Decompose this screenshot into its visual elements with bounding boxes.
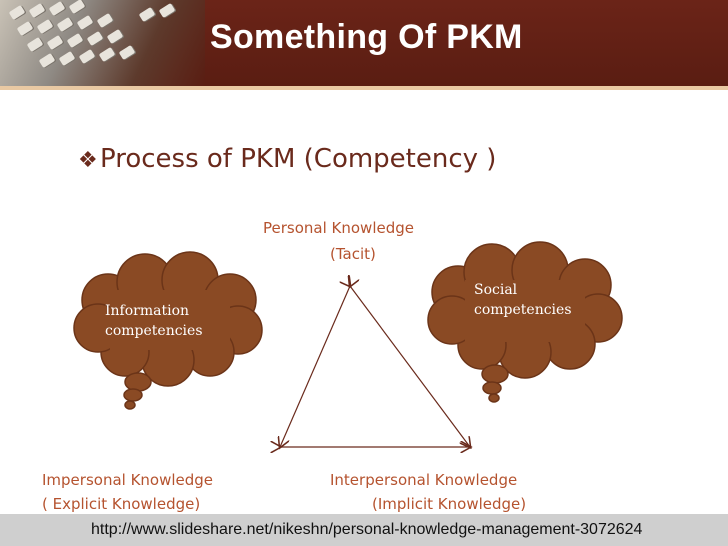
source-link[interactable]: http://www.slideshare.net/nikeshn/person… xyxy=(91,521,643,538)
bullet-item: ❖Process of PKM (Competency ) xyxy=(78,144,496,174)
left-thought-cloud xyxy=(73,251,263,410)
diamond-bullet-icon: ❖ xyxy=(78,148,98,173)
left-node-sublabel: ( Explicit Knowledge) xyxy=(42,495,201,513)
bullet-text: Process of PKM (Competency ) xyxy=(100,144,497,174)
left-node-label: Impersonal Knowledge xyxy=(42,471,214,489)
knowledge-triangle xyxy=(280,286,470,447)
keyboard-photo xyxy=(0,0,205,86)
slide-header: Something Of PKM xyxy=(0,0,728,86)
right-node-sublabel: (Implicit Knowledge) xyxy=(372,495,527,513)
left-cloud-label: Information competencies xyxy=(105,303,203,339)
top-node-sublabel: (Tacit) xyxy=(330,245,376,263)
top-node-label: Personal Knowledge xyxy=(263,219,414,237)
right-cloud-label: Social competencies xyxy=(474,282,572,318)
footer-bar xyxy=(0,514,728,546)
slide-title: Something Of PKM xyxy=(210,18,523,56)
right-node-label: Interpersonal Knowledge xyxy=(330,471,518,489)
right-thought-cloud xyxy=(427,241,623,403)
header-divider xyxy=(0,86,728,90)
